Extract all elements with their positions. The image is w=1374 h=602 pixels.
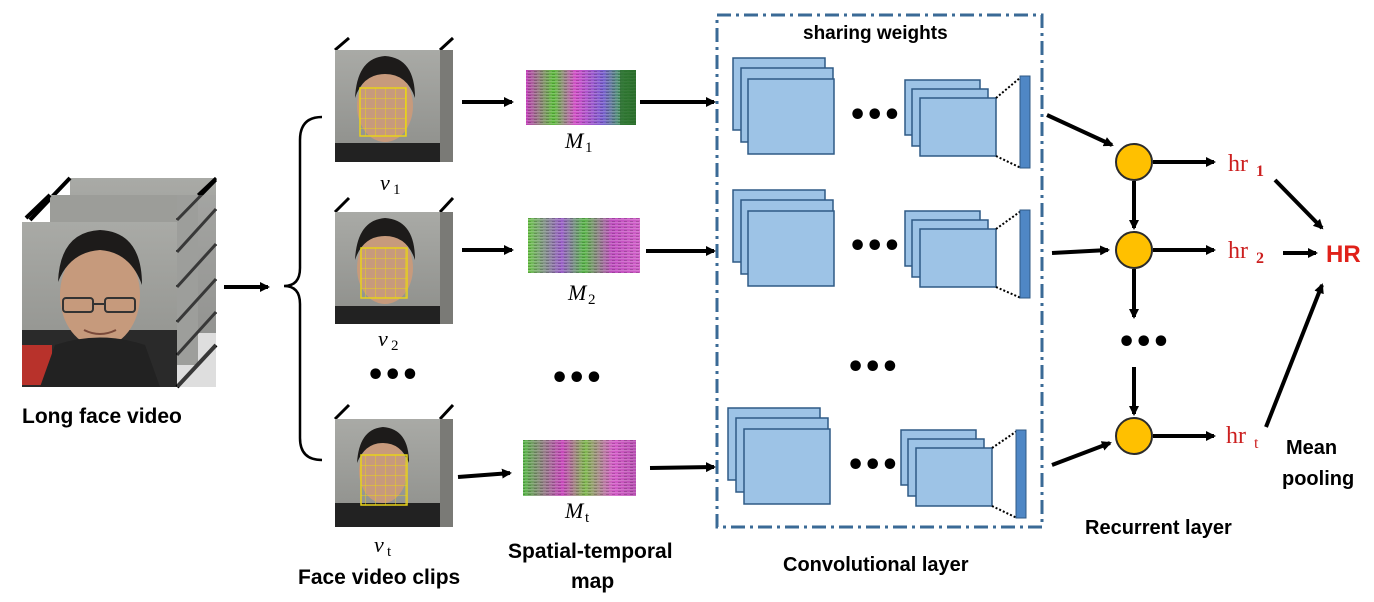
- map-2-label: M 2: [567, 280, 596, 308]
- mean-pooling-label-line2: pooling: [1282, 468, 1354, 490]
- svg-text:2: 2: [1256, 250, 1264, 267]
- maps-ellipsis: •••: [550, 361, 602, 396]
- svg-text:M: M: [564, 128, 585, 153]
- svg-text:v: v: [374, 532, 384, 557]
- long-face-video-stack: [22, 176, 218, 389]
- long-face-video-label: Long face video: [22, 405, 182, 428]
- face-clip-t: [333, 403, 455, 527]
- face-clip-2: [333, 196, 455, 324]
- svg-text:hr: hr: [1226, 423, 1246, 449]
- svg-text:hr: hr: [1228, 151, 1248, 177]
- video-frame-front: [22, 222, 177, 387]
- svg-text:M: M: [564, 498, 585, 523]
- conv-row-2: •••: [732, 189, 1031, 299]
- arrow-conv1-to-node1: [1046, 113, 1114, 147]
- face-clip-2-label: v 2: [378, 326, 399, 354]
- sharing-weights-label: sharing weights: [803, 23, 948, 44]
- video-stack-edge: [175, 178, 218, 389]
- face-video-clips-label: Face video clips: [298, 566, 460, 589]
- svg-text:1: 1: [585, 140, 593, 156]
- clips-ellipsis: •••: [366, 358, 418, 393]
- recurrent-node-t: [1115, 417, 1153, 455]
- convolutional-layer-label: Convolutional layer: [783, 554, 969, 576]
- svg-text:v: v: [380, 170, 390, 195]
- svg-text:2: 2: [588, 292, 596, 308]
- hr-output-1: hr 1: [1228, 151, 1264, 180]
- hr-final-output: HR: [1326, 241, 1361, 268]
- clip-brace: [283, 115, 323, 462]
- spatial-temporal-map-label-line1: Spatial-temporal: [508, 540, 673, 563]
- hr-output-2: hr 2: [1228, 238, 1264, 267]
- spatial-temporal-map-1: [526, 70, 636, 125]
- conv-row-1-ellipsis: •••: [848, 98, 900, 133]
- face-clip-1: [334, 36, 455, 162]
- map-t-label: M t: [564, 498, 590, 526]
- conv-middle-ellipsis: •••: [846, 350, 898, 385]
- conv-row-1: •••: [732, 57, 1031, 169]
- svg-text:hr: hr: [1228, 238, 1248, 264]
- arrow-convt-to-nodet: [1051, 441, 1112, 467]
- svg-text:M: M: [567, 280, 588, 305]
- spatial-temporal-map-label-line2: map: [571, 570, 614, 593]
- svg-text:t: t: [585, 510, 590, 526]
- recurrent-layer-label: Recurrent layer: [1085, 517, 1232, 539]
- recurrent-ellipsis: •••: [1117, 325, 1169, 360]
- svg-text:t: t: [1254, 435, 1259, 452]
- map-1-label: M 1: [564, 128, 593, 156]
- recurrent-node-1: [1115, 143, 1153, 181]
- arrow-hr1-to-HR: [1273, 178, 1324, 230]
- arrow-hrt-to-HR: [1264, 283, 1324, 428]
- hr-output-t: hr t: [1226, 423, 1259, 452]
- sharing-weights-box: [715, 13, 1044, 529]
- face-long-video: [60, 243, 140, 347]
- svg-text:v: v: [378, 326, 388, 351]
- arrow-conv2-to-node2: [1051, 245, 1110, 256]
- face-clip-1-label: v 1: [380, 170, 401, 198]
- svg-text:1: 1: [393, 182, 401, 198]
- spatial-temporal-map-t: [523, 440, 636, 496]
- conv-row-t: •••: [727, 407, 1027, 519]
- arrow-mapt-to-conv: [649, 462, 716, 473]
- spatial-temporal-map-2: [528, 218, 640, 273]
- svg-text:t: t: [387, 544, 392, 560]
- mean-pooling-label-line1: Mean: [1286, 437, 1337, 459]
- face-clip-t-label: v t: [374, 532, 392, 560]
- arrow-clipt-to-mapt: [457, 468, 512, 479]
- conv-row-2-ellipsis: •••: [848, 229, 900, 264]
- svg-text:1: 1: [1256, 163, 1264, 180]
- svg-text:2: 2: [391, 338, 399, 354]
- conv-row-t-ellipsis: •••: [846, 448, 898, 483]
- recurrent-node-2: [1115, 231, 1153, 269]
